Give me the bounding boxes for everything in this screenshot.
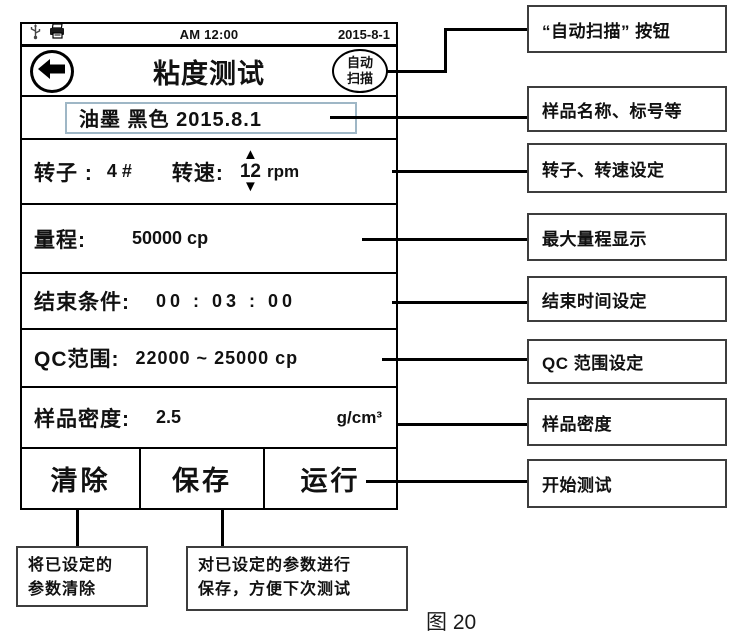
callout-sample-density: 样品密度 [527, 398, 727, 446]
callout-save-explanation: 对已设定的参数进行 保存，方便下次测试 [186, 546, 408, 611]
status-time: AM 12:00 [179, 26, 239, 42]
speed-label: 转速: [171, 161, 224, 185]
clear-button[interactable]: 清除 [22, 449, 141, 508]
title-bar: 粘度测试 自动 扫描 [22, 47, 396, 97]
qc-range-row: QC范围: 22000 ~ 25000 cp [22, 330, 396, 388]
speed-unit: rpm [267, 161, 300, 181]
connector-line [362, 238, 527, 241]
sample-name-value: 油墨 黑色 2015.8.1 [79, 109, 262, 131]
callout-end-time-setting: 结束时间设定 [527, 276, 727, 322]
connector-line [368, 70, 447, 73]
usb-icon [30, 23, 41, 45]
end-condition-value[interactable]: 00 : 03 : 00 [156, 290, 297, 311]
connector-line [444, 28, 527, 31]
callout-rotor-speed-setting: 转子、转速设定 [527, 143, 727, 193]
connector-line [221, 510, 224, 546]
qc-range-value[interactable]: 22000 ~ 25000 cp [135, 347, 299, 368]
auto-scan-label-line1: 自动 [346, 54, 373, 70]
status-icons [30, 23, 66, 45]
callout-clear-line1: 将已设定的 [28, 557, 114, 574]
range-row: 量程: 50000 cp [22, 205, 396, 274]
callout-max-range-display: 最大量程显示 [527, 213, 727, 261]
connector-line [366, 480, 527, 483]
auto-scan-button[interactable]: 自动 扫描 [332, 49, 388, 93]
connector-line [392, 301, 527, 304]
rotor-label: 转子 : [34, 161, 93, 185]
figure-caption: 图 20 [426, 611, 477, 634]
callout-save-line1: 对已设定的参数进行 [198, 557, 352, 574]
connector-line [330, 116, 527, 119]
connector-line [392, 170, 527, 173]
back-arrow-icon [38, 58, 66, 85]
status-bar: AM 12:00 2015-8-1 [22, 23, 396, 47]
connector-line [444, 28, 447, 73]
arrow-down-icon[interactable]: ▼ [243, 178, 258, 196]
back-button[interactable] [30, 49, 74, 93]
sample-density-unit: g/cm³ [336, 407, 382, 427]
connector-line [382, 358, 527, 361]
status-date: 2015-8-1 [337, 26, 390, 42]
viscometer-screen: AM 12:00 2015-8-1 粘度测试 自动 扫描 油墨 黑色 2015.… [20, 22, 398, 510]
callout-sample-name: 样品名称、标号等 [527, 86, 727, 132]
sample-density-row: 样品密度: 2.5 g/cm³ [22, 388, 396, 449]
callout-start-test: 开始测试 [527, 459, 727, 508]
page-title: 粘度测试 [153, 58, 265, 89]
rotor-speed-row: 转子 : 4 # 转速: ▲ 12 ▼ rpm [22, 140, 396, 205]
callout-clear-line2: 参数清除 [28, 581, 97, 598]
end-condition-row: 结束条件: 00 : 03 : 00 [22, 274, 396, 330]
qc-range-label: QC范围: [34, 348, 120, 371]
connector-line [396, 423, 527, 426]
sample-name-field[interactable]: 油墨 黑色 2015.8.1 [65, 101, 357, 134]
action-buttons-row: 清除 保存 运行 [22, 449, 396, 508]
sample-density-value[interactable]: 2.5 [156, 407, 182, 427]
range-label: 量程: [34, 228, 86, 252]
callout-save-line2: 保存，方便下次测试 [198, 581, 352, 598]
callout-qc-range-setting: QC 范围设定 [527, 339, 727, 384]
callout-auto-scan-button: “自动扫描” 按钮 [527, 5, 727, 53]
speed-value: 12 [239, 160, 261, 182]
speed-stepper[interactable]: ▲ 12 ▼ [239, 145, 261, 196]
callout-clear-explanation: 将已设定的 参数清除 [16, 546, 148, 607]
rotor-value[interactable]: 4 # [106, 161, 132, 181]
arrow-up-icon[interactable]: ▲ [243, 145, 258, 163]
run-button[interactable]: 运行 [265, 449, 396, 508]
connector-line [76, 510, 79, 546]
end-condition-label: 结束条件: [34, 291, 130, 314]
sample-name-row: 油墨 黑色 2015.8.1 [22, 97, 396, 140]
auto-scan-label-line2: 扫描 [346, 71, 373, 86]
sample-density-label: 样品密度: [34, 407, 130, 431]
save-button[interactable]: 保存 [141, 449, 265, 508]
printer-icon [49, 23, 66, 44]
range-value: 50000 cp [132, 228, 209, 248]
